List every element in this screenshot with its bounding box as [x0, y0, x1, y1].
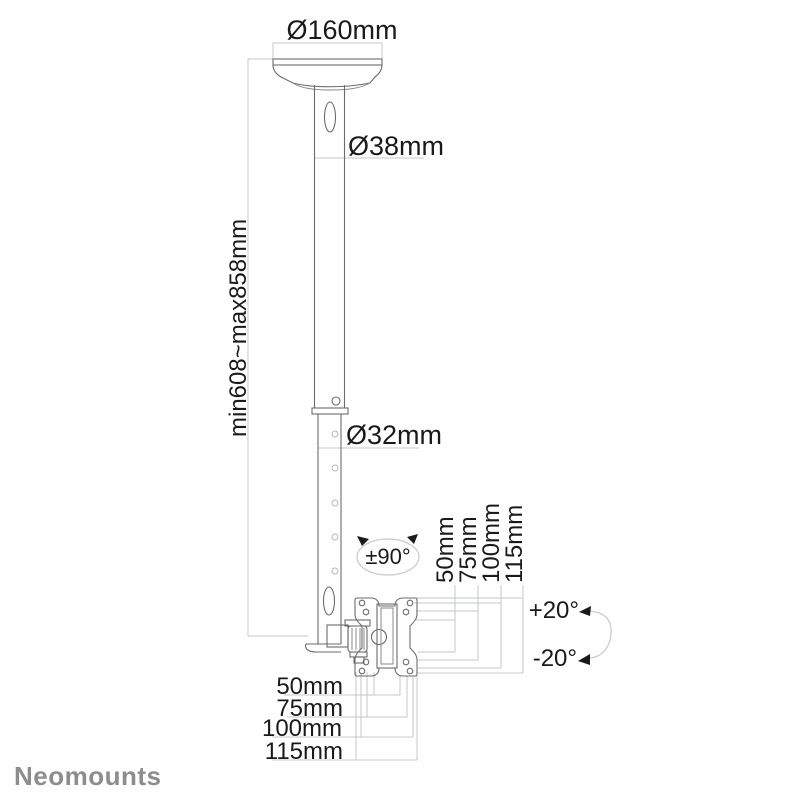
vesa-center-column-inner	[380, 607, 394, 665]
joint-serrations	[351, 628, 365, 650]
lower-tube-diameter-label: Ø32mm	[346, 420, 442, 450]
tilt-bracket	[326, 619, 388, 664]
vesa-hole	[402, 608, 410, 616]
tilt-arrow-up-icon	[579, 606, 591, 616]
swivel-range-label: ±90°	[365, 544, 410, 569]
joint-bottom-flange	[349, 651, 368, 658]
vesa-hole	[358, 667, 366, 675]
dimension-labels: Ø160mm Ø38mm Ø32mm min608~max858mm ±90° …	[225, 15, 579, 765]
plate-diameter-label: Ø160mm	[286, 15, 397, 45]
height-range-label: min608~max858mm	[225, 219, 252, 437]
vesa-horizontal-label-115: 115mm	[265, 738, 343, 765]
vesa-horizontal-label-75: 75mm	[276, 695, 343, 722]
upper-tube-pin-hole	[331, 396, 341, 406]
product-drawing	[272, 58, 418, 677]
adjust-hole	[331, 464, 339, 472]
dimension-lines	[247, 42, 524, 761]
ceiling-plate-lip	[292, 82, 371, 91]
adjust-hole	[331, 430, 339, 438]
pivot-knob	[370, 628, 388, 646]
tilt-up-label: +20°	[529, 597, 579, 624]
vesa-center-column	[376, 603, 398, 669]
adjust-hole	[331, 533, 339, 541]
lower-tube	[305, 414, 342, 653]
ceiling-plate-body	[272, 64, 383, 88]
swivel-ellipse	[356, 538, 420, 576]
swivel-arrow-right-icon	[407, 534, 418, 544]
vesa-vertical-label-75: 75mm	[455, 516, 482, 583]
vesa-hole	[362, 658, 370, 666]
tilt-arc	[585, 610, 612, 659]
upper-tube-diameter-label: Ø38mm	[348, 131, 444, 161]
vesa-horizontal-label-100: 100mm	[262, 715, 342, 742]
vesa-hole	[362, 608, 370, 616]
vesa-vertical-label-115: 115mm	[501, 505, 528, 583]
tilt-arrow-down-icon	[578, 654, 590, 665]
height-adjust-holes	[331, 430, 339, 575]
adjust-hole	[331, 499, 339, 507]
adjust-hole	[331, 567, 339, 575]
vesa-hole	[406, 599, 414, 607]
ceiling-plate	[272, 58, 383, 91]
tube-end-cap	[305, 643, 341, 653]
swivel-arrow-left-icon	[357, 536, 369, 546]
upper-tube	[313, 85, 346, 408]
tilt-down-label: -20°	[533, 645, 577, 672]
lower-tube-slot	[322, 586, 336, 616]
telescope-collar	[311, 407, 349, 415]
vesa-hole	[406, 667, 414, 675]
vesa-hole	[402, 658, 410, 666]
vesa-horizontal-label-50: 50mm	[276, 673, 343, 700]
vesa-plate	[354, 597, 418, 677]
vesa-vertical-label-100: 100mm	[478, 503, 505, 583]
swivel-indicator	[356, 534, 420, 576]
vesa-vertical-label-50: 50mm	[432, 516, 459, 583]
tilt-indicator	[578, 606, 612, 665]
upper-tube-slot	[323, 101, 337, 133]
vesa-mounting-holes	[358, 599, 414, 675]
ceiling-plate-band	[272, 58, 383, 66]
brand-logo: Neomounts	[14, 761, 162, 791]
vesa-plate-outline	[354, 597, 418, 677]
vesa-hole	[358, 599, 366, 607]
